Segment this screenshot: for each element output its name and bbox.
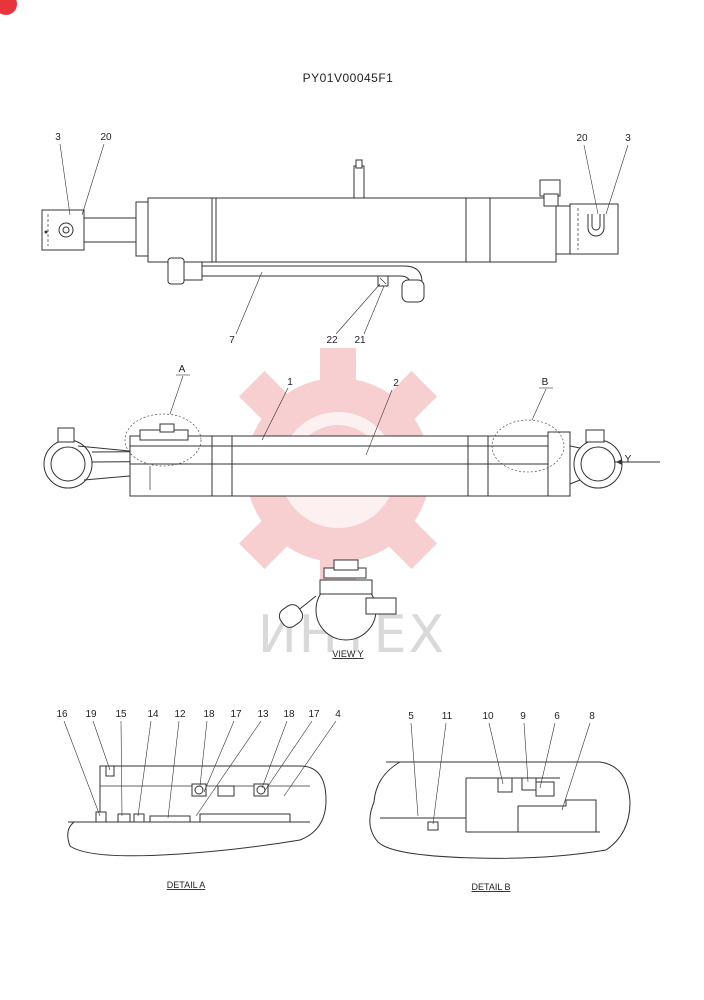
- cylinder-exterior-view: [41, 159, 619, 303]
- view-y-drawing: [278, 559, 397, 641]
- svg-text:2: 2: [393, 378, 399, 389]
- cylinder-section-view: [43, 413, 660, 497]
- svg-text:22: 22: [326, 335, 338, 346]
- drawing-code: PY01V00045F1: [303, 71, 394, 85]
- svg-text:11: 11: [442, 711, 453, 722]
- svg-text:19: 19: [85, 709, 97, 720]
- svg-text:12: 12: [174, 709, 186, 720]
- svg-text:4: 4: [335, 709, 341, 720]
- svg-text:17: 17: [230, 709, 242, 720]
- svg-text:16: 16: [56, 709, 68, 720]
- svg-text:17: 17: [308, 709, 320, 720]
- svg-text:10: 10: [482, 711, 494, 722]
- svg-text:20: 20: [576, 133, 588, 144]
- svg-text:1: 1: [287, 377, 293, 388]
- svg-text:15: 15: [115, 709, 127, 720]
- svg-text:3: 3: [55, 132, 61, 143]
- svg-text:Y: Y: [625, 454, 632, 465]
- section-callouts: A 1 2 B Y: [169, 364, 632, 465]
- svg-text:A: A: [179, 364, 186, 375]
- svg-text:8: 8: [589, 711, 595, 722]
- view-y-caption: VIEW Y: [332, 649, 363, 659]
- detail-a-callouts: 16 19 15 14 12 18 17 13 18 17 4: [56, 709, 341, 819]
- top-callouts: 3 20 20 3 7 22 21: [55, 132, 631, 346]
- detail-a-caption: DETAIL A: [167, 880, 206, 890]
- svg-text:14: 14: [147, 709, 159, 720]
- svg-text:21: 21: [354, 335, 366, 346]
- svg-text:13: 13: [257, 709, 269, 720]
- detail-b-caption: DETAIL B: [471, 882, 510, 892]
- svg-text:B: B: [542, 377, 549, 388]
- detail-b-callouts: 5 11 10 9 6 8: [408, 711, 595, 825]
- svg-text:5: 5: [408, 711, 414, 722]
- detail-b-drawing: [369, 761, 631, 859]
- svg-text:3: 3: [625, 133, 631, 144]
- svg-text:20: 20: [100, 132, 112, 143]
- svg-text:9: 9: [520, 711, 526, 722]
- svg-text:6: 6: [554, 711, 560, 722]
- svg-text:18: 18: [283, 709, 295, 720]
- brand-corner-mark: [0, 0, 17, 15]
- detail-a-drawing: [67, 765, 327, 857]
- svg-text:7: 7: [229, 335, 235, 346]
- svg-text:18: 18: [203, 709, 215, 720]
